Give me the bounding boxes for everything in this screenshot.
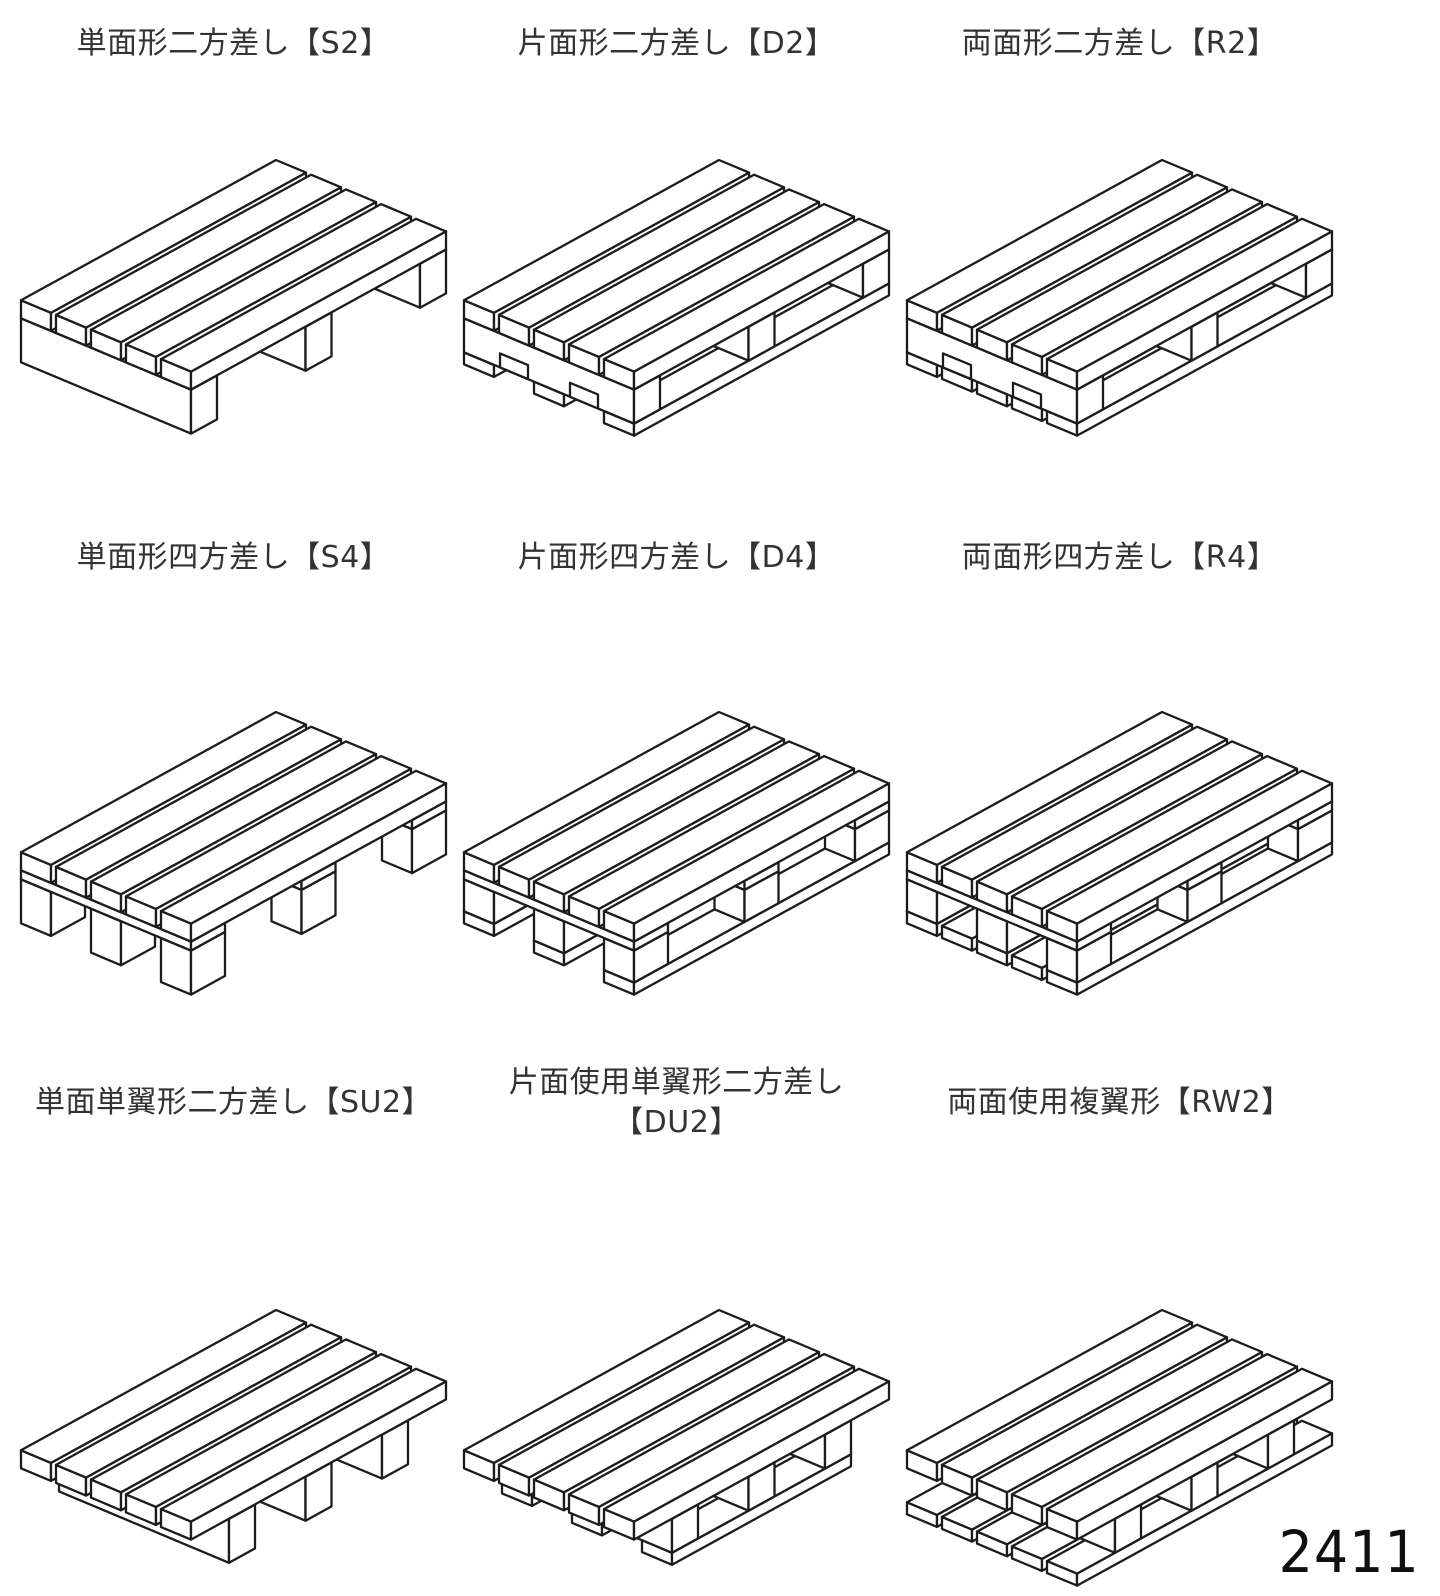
pallet-cell-d4: 片面形四方差し【D4】 [455,515,898,1045]
pallet-label-text: 単面形四方差し【S4】 [76,539,391,575]
pallet-label-text-line2: 【DU2】 [613,1104,740,1140]
pallet-label-d2: 片面形二方差し【D2】 [455,0,898,88]
pallet-cell-du2: 片面使用単翼形二方差し 【DU2】 [455,1045,898,1596]
pallet-label-text: 単面単翼形二方差し【SU2】 [34,1084,433,1120]
pallet-illustration-s2 [19,158,448,435]
page-number: 2411 [1279,1518,1420,1586]
pallet-illustration-s4 [19,710,448,996]
pallet-cell-s4: 単面形四方差し【S4】 [12,515,455,1045]
pallet-cell-d2: 片面形二方差し【D2】 [455,0,898,515]
pallet-label-r4: 両面形四方差し【R4】 [898,515,1341,600]
pallet-label-s2: 単面形二方差し【S2】 [12,0,455,88]
pallet-illustration-du2 [462,1308,891,1566]
pallet-label-text: 両面形二方差し【R2】 [961,26,1278,61]
pallet-label-s4: 単面形四方差し【S4】 [12,515,455,600]
pallet-cell-rw2: 両面使用複翼形【RW2】 [898,1045,1341,1596]
pallet-illustration-d4 [462,710,891,996]
pallet-label-rw2: 両面使用複翼形【RW2】 [898,1045,1341,1160]
pallet-grid: 単面形二方差し【S2】 片面形二方差し【D2】 両面形二方差し【R2】 単面形四… [12,0,1341,1596]
pallet-label-text: 単面形二方差し【S2】 [76,26,391,61]
pallet-label-text: 両面形四方差し【R4】 [961,539,1278,575]
pallet-illustration-d2 [462,158,891,437]
pallet-label-text: 片面形四方差し【D4】 [517,539,836,575]
pallet-label-du2: 片面使用単翼形二方差し 【DU2】 [455,1045,898,1160]
pallet-label-su2: 単面単翼形二方差し【SU2】 [12,1045,455,1160]
pallet-label-r2: 両面形二方差し【R2】 [898,0,1341,88]
pallet-label-text: 片面使用単翼形二方差し [508,1064,845,1100]
pallet-cell-r4: 両面形四方差し【R4】 [898,515,1341,1045]
pallet-label-text: 両面使用複翼形【RW2】 [947,1084,1292,1120]
pallet-illustration-r4 [905,710,1334,996]
pallet-illustration-su2 [19,1308,448,1564]
pallet-cell-su2: 単面単翼形二方差し【SU2】 [12,1045,455,1596]
pallet-cell-r2: 両面形二方差し【R2】 [898,0,1341,515]
pallet-cell-s2: 単面形二方差し【S2】 [12,0,455,515]
pallet-label-text: 片面形二方差し【D2】 [517,26,836,61]
pallet-label-d4: 片面形四方差し【D4】 [455,515,898,600]
pallet-illustration-r2 [905,158,1334,437]
pallet-illustration-rw2 [905,1308,1334,1587]
